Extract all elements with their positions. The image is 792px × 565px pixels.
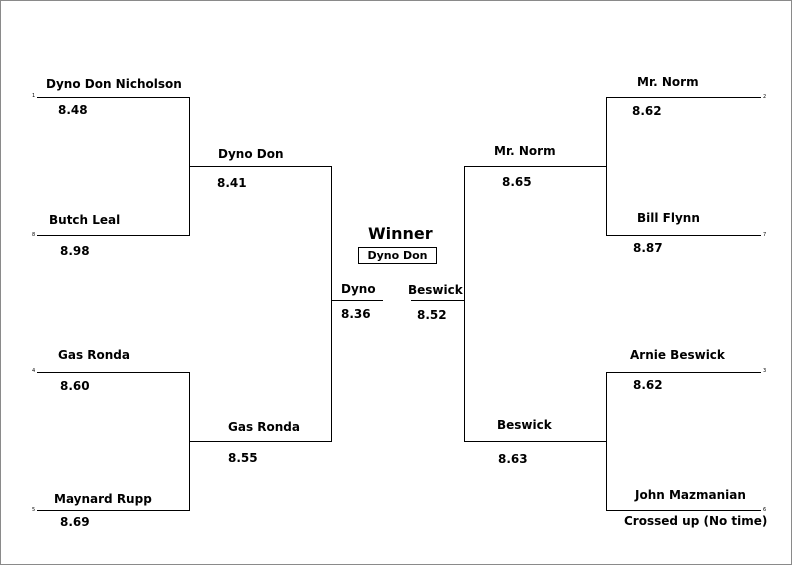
racer-name: Gas Ronda [228,420,300,434]
racer-name: Dyno Don Nicholson [46,77,182,91]
seed-number: 5 [32,507,36,513]
elapsed-time: 8.98 [60,244,90,258]
bracket-line [331,166,332,442]
racer-name: Beswick [497,418,552,432]
bracket-line [189,166,332,167]
racer-name: John Mazmanian [635,488,746,502]
racer-name: Maynard Rupp [54,492,152,506]
seed-number: 7 [763,232,767,238]
bracket-line [606,235,761,236]
elapsed-time: 8.65 [502,175,532,189]
seed-number: 3 [763,368,767,374]
elapsed-time: 8.62 [633,378,663,392]
elapsed-time: 8.62 [632,104,662,118]
bracket-line [331,300,383,301]
elapsed-time: 8.69 [60,515,90,529]
elapsed-time: 8.55 [228,451,258,465]
elapsed-time: 8.48 [58,103,88,117]
seed-number: 8 [32,232,36,238]
seed-number: 4 [32,368,36,374]
bracket-line [464,441,607,442]
bracket-line [606,510,761,511]
bracket-line [464,166,465,442]
racer-name: Dyno Don [218,147,284,161]
bracket-line [464,166,607,167]
bracket-line [37,235,190,236]
racer-name: Arnie Beswick [630,348,725,362]
bracket-line [189,441,332,442]
elapsed-time: 8.60 [60,379,90,393]
elapsed-time: 8.87 [633,241,663,255]
racer-name: Mr. Norm [494,144,556,158]
bracket-line [606,97,761,98]
racer-name: Gas Ronda [58,348,130,362]
winner-title: Winner [368,224,433,243]
bracket-line [37,510,190,511]
elapsed-time: 8.52 [417,308,447,322]
racer-name: Beswick [408,283,463,297]
bracket-line [37,97,190,98]
racer-name: Bill Flynn [637,211,700,225]
elapsed-time: 8.41 [217,176,247,190]
elapsed-time: Crossed up (No time) [624,514,768,528]
bracket-line [606,372,761,373]
racer-name: Dyno [341,282,376,296]
seed-number: 6 [763,507,767,513]
seed-number: 1 [32,93,36,99]
bracket-line [411,300,465,301]
elapsed-time: 8.63 [498,452,528,466]
racer-name: Butch Leal [49,213,121,227]
elapsed-time: 8.36 [341,307,371,321]
racer-name: Mr. Norm [637,75,699,89]
seed-number: 2 [763,94,767,100]
winner-box: Dyno Don [358,247,437,264]
bracket-line [37,372,190,373]
